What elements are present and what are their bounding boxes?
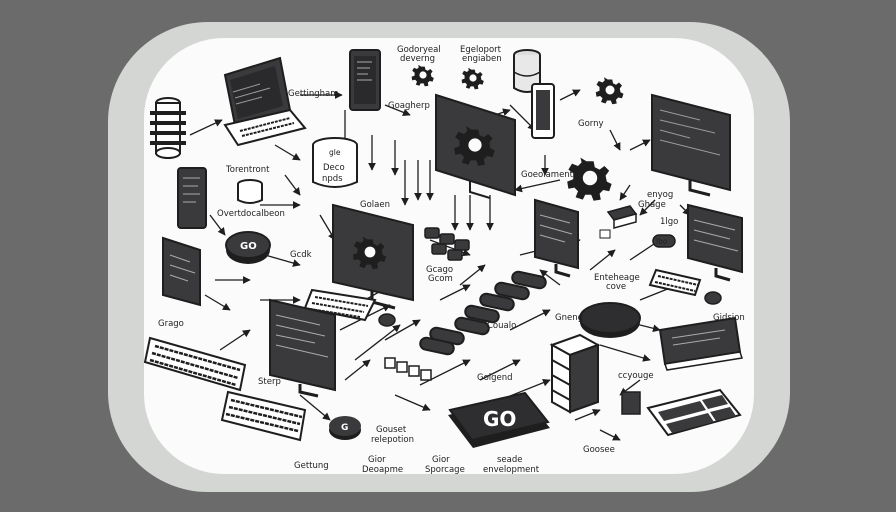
label-envelopment: envelopment — [483, 465, 540, 475]
right-pill-text: lbo — [656, 237, 668, 246]
go-badge-big-text: GO — [483, 407, 516, 431]
module-chips — [424, 227, 470, 261]
tablet-icon — [162, 236, 201, 307]
mouse-icon — [704, 291, 722, 305]
label-gorny: Gorny — [578, 119, 604, 129]
label-relepotion: relepotion — [371, 435, 414, 445]
db-label-3: npds — [322, 174, 343, 184]
go-badge-icon — [448, 391, 550, 448]
monitor-icon — [332, 203, 414, 310]
label-sporcage: Sporcage — [425, 465, 465, 475]
label-devering: deverng — [400, 54, 435, 64]
drive-icon — [599, 205, 638, 239]
go-badge-icon — [652, 234, 676, 248]
go-badge-icon — [579, 302, 641, 338]
book-icon — [646, 388, 742, 437]
tablet-icon — [349, 49, 381, 111]
label-deoapme: Deoapme — [362, 465, 403, 475]
go-badge-small-text: G — [341, 423, 348, 433]
phone-icon — [531, 83, 555, 139]
label-enteheage: Enteheage — [594, 273, 640, 283]
monitor-icon — [269, 298, 336, 398]
label-golgend: Golgend — [477, 373, 513, 383]
label-gcago: Gcago — [426, 265, 453, 275]
label-gouset: Gouset — [376, 425, 407, 435]
drive-icon — [621, 391, 641, 415]
monitor-icon — [435, 93, 516, 199]
label-grago: Grago — [158, 319, 184, 329]
db-label-1: gle — [329, 148, 341, 157]
label-enyog: enyog — [647, 190, 673, 200]
tablet-icon — [177, 167, 207, 229]
server-stack-icon — [150, 97, 186, 159]
module-chips — [384, 357, 432, 381]
label-gettung: Gettung — [294, 461, 329, 471]
label-goeolament: Goeolament — [521, 170, 574, 180]
laptop-icon — [223, 56, 307, 147]
keyboard-icon — [648, 268, 702, 297]
db-label-2: Deco — [323, 163, 345, 173]
label-gcdk: Gcdk — [290, 250, 312, 260]
label-goosee: Goosee — [583, 445, 615, 455]
label-cove: cove — [606, 282, 626, 292]
label-torentront: Torentront — [225, 165, 270, 175]
go-badge-icon — [329, 416, 361, 440]
label-ccyouge: ccyouge — [618, 371, 654, 381]
label-1lgo: 1lgo — [660, 217, 678, 227]
label-gior-2: Gior — [432, 455, 450, 465]
label-egeloport: Egeloport — [460, 45, 502, 55]
label-gettingham: Gettingham — [288, 89, 339, 99]
database-icon — [237, 179, 263, 204]
label-goagherp: Goagherp — [388, 101, 430, 111]
monitor-icon — [534, 198, 579, 278]
label-gidsion: Gidsion — [713, 313, 745, 323]
monitor-icon — [687, 203, 743, 282]
label-engaben: engiaben — [462, 54, 502, 64]
label-overtdocalbeon: Overtdocalbeon — [217, 209, 285, 219]
label-golaen: Golaen — [360, 200, 390, 210]
book-icon — [658, 316, 743, 371]
go-badge-icon — [225, 231, 271, 264]
label-seade: seade — [497, 455, 523, 465]
database-icon — [312, 137, 358, 188]
pill-modules — [419, 270, 547, 356]
monitor-icon — [651, 93, 731, 197]
label-gcom: Gcom — [428, 274, 453, 284]
label-gior: Gior — [368, 455, 386, 465]
label-godoryeal: Godoryeal — [397, 45, 441, 55]
label-gneng: Gneng — [555, 313, 583, 323]
label-coualo: Coualo — [487, 321, 516, 331]
keyboard-icon — [220, 390, 307, 442]
label-ghage: Ghage — [638, 200, 666, 210]
mouse-icon — [378, 313, 396, 327]
go-badge-left-text: GO — [240, 241, 257, 252]
server-rack-icon — [549, 333, 601, 414]
database-icon — [513, 49, 541, 93]
keyboard-icon — [143, 336, 247, 392]
label-sterp: Sterp — [258, 377, 281, 387]
